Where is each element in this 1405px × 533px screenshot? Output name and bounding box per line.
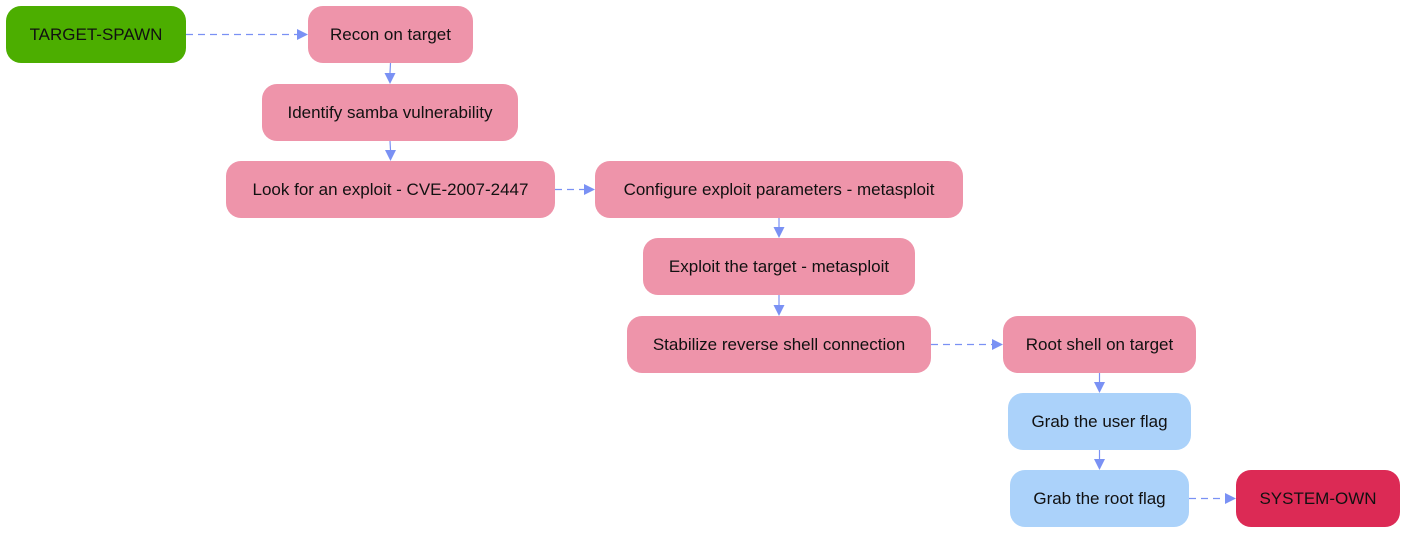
arrowhead-icon: [773, 305, 785, 316]
arrowhead-icon: [1094, 459, 1105, 470]
node-recon-on-target: Recon on target: [308, 6, 473, 63]
edge-target-spawn-to-recon: [186, 29, 308, 40]
arrowhead-icon: [297, 29, 308, 40]
node-exploit-the-target: Exploit the target - metasploit: [643, 238, 915, 295]
edge-stabilize-shell-to-root-shell: [931, 339, 1003, 350]
node-stabilize-reverse-shell: Stabilize reverse shell connection: [627, 316, 931, 373]
edge-identify-samba-to-look-exploit: [385, 140, 396, 161]
node-system-own: SYSTEM-OWN: [1236, 470, 1400, 527]
node-look-for-exploit: Look for an exploit - CVE-2007-2447: [226, 161, 555, 218]
edge-recon-to-identify-samba: [384, 62, 396, 84]
node-grab-root-flag: Grab the root flag: [1010, 470, 1189, 527]
arrowhead-icon: [773, 227, 785, 238]
node-grab-user-flag: Grab the user flag: [1008, 393, 1191, 450]
arrowhead-icon: [385, 150, 396, 161]
arrowhead-icon: [584, 184, 595, 195]
edge-root-shell-to-user-flag: [1094, 373, 1105, 393]
arrowhead-icon: [384, 73, 396, 84]
edge-user-flag-to-root-flag: [1094, 450, 1105, 470]
node-root-shell-on-target: Root shell on target: [1003, 316, 1196, 373]
edge-root-flag-to-system-own: [1189, 493, 1236, 504]
edge-configure-exploit-to-exploit-target: [773, 218, 785, 238]
arrowhead-icon: [992, 339, 1003, 350]
node-identify-samba-vulnerability: Identify samba vulnerability: [262, 84, 518, 141]
edge-line: [389, 140, 392, 151]
node-target-spawn: TARGET-SPAWN: [6, 6, 186, 63]
edge-look-exploit-to-configure-exploit: [555, 184, 595, 195]
node-configure-exploit-parameters: Configure exploit parameters - metasploi…: [595, 161, 963, 218]
arrowhead-icon: [1225, 493, 1236, 504]
edge-line: [389, 62, 392, 74]
arrowhead-icon: [1094, 382, 1105, 393]
edge-exploit-target-to-stabilize-shell: [773, 295, 785, 316]
